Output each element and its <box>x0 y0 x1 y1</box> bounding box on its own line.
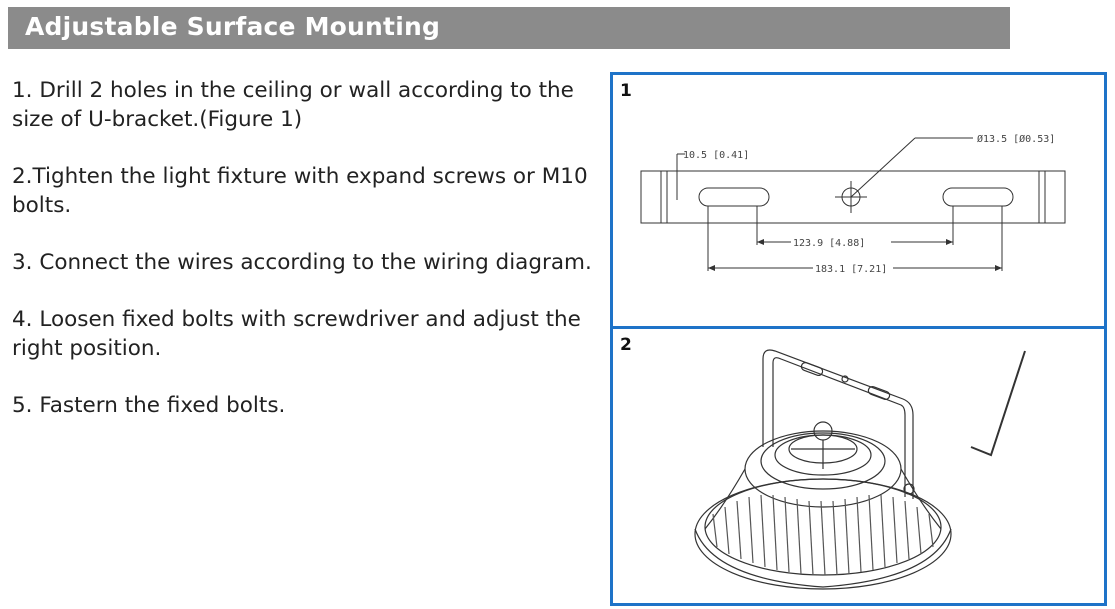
step-2: 2.Tighten the light fixture with expand … <box>12 164 588 218</box>
bracket-outline <box>640 170 1066 224</box>
hole-diameter-label: Ø13.5 [Ø0.53] <box>977 133 1055 145</box>
cooling-fins <box>712 494 934 576</box>
outer-spacing-label: 183.1 [7.21] <box>815 264 887 275</box>
instruction-steps: 1. Drill 2 holes in the ceiling or wall … <box>12 76 602 448</box>
u-bracket-drawing: 10.5 [0.41] Ø13.5 [Ø0.53] 123.9 [4.88] 1… <box>640 133 1066 275</box>
right-slot <box>942 187 1014 207</box>
fixture-illustration <box>694 349 1026 590</box>
step-5: 5. Fastern the fixed bolts. <box>12 393 286 418</box>
slot-offset-label: 10.5 [0.41] <box>683 150 749 161</box>
hex-key-illustration <box>970 350 1026 457</box>
step-1: 1. Drill 2 holes in the ceiling or wall … <box>12 78 574 132</box>
left-slot <box>698 187 770 207</box>
figure-1-number: 1 <box>620 81 632 101</box>
figure-2-panel: 2 <box>610 326 1107 606</box>
figure-1-panel: 1 <box>610 72 1107 329</box>
fixture-body <box>694 421 952 590</box>
step-4: 4. Loosen fixed bolts with screwdriver a… <box>12 307 581 361</box>
section-header: Adjustable Surface Mounting <box>8 7 1010 49</box>
inner-spacing-label: 123.9 [4.88] <box>793 238 865 249</box>
figure-2-number: 2 <box>620 335 632 355</box>
step-3: 3. Connect the wires according to the wi… <box>12 250 592 275</box>
section-title: Adjustable Surface Mounting <box>25 12 441 41</box>
u-bracket-illustration <box>762 349 915 499</box>
